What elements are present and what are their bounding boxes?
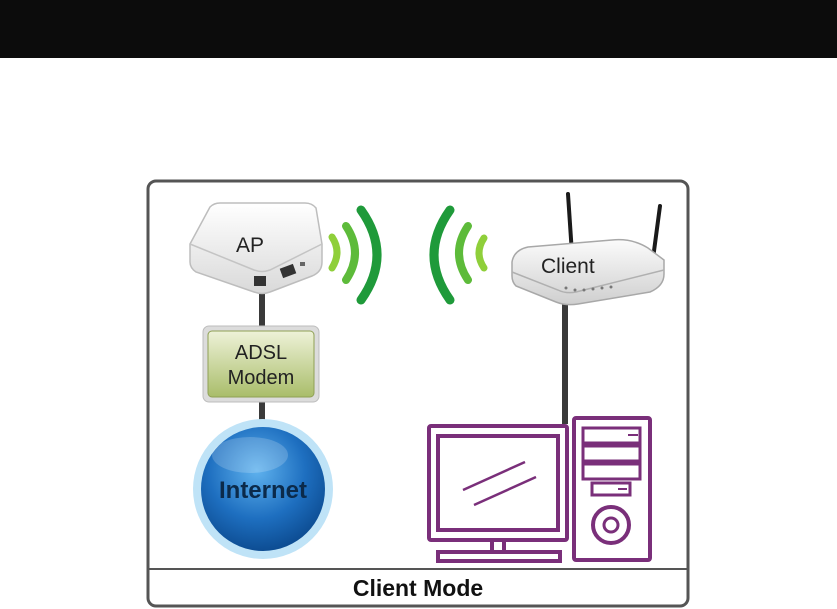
diagram-title: Client Mode bbox=[353, 575, 483, 601]
internet-globe: Internet bbox=[193, 419, 333, 559]
internet-label: Internet bbox=[219, 477, 307, 504]
adsl-modem: ADSL Modem bbox=[203, 326, 319, 402]
modem-label-line2: Modem bbox=[228, 367, 295, 389]
ap-label: AP bbox=[236, 234, 264, 257]
modem-label-line1: ADSL bbox=[235, 342, 287, 364]
client-label: Client bbox=[541, 255, 595, 278]
